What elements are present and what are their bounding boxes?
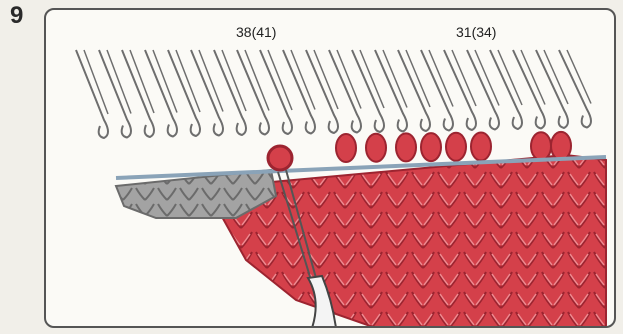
- stitch-loop: [446, 133, 466, 161]
- loops-on-needles: [336, 132, 571, 162]
- latch-needle-icon: [260, 50, 292, 134]
- latch-needle-icon: [122, 50, 154, 137]
- stitch-loop: [551, 132, 571, 160]
- stitch-loop: [471, 133, 491, 161]
- latch-needle-icon: [306, 50, 338, 133]
- stitch-loop: [396, 133, 416, 161]
- stitch-loop: [366, 134, 386, 162]
- latch-needle-icon: [214, 50, 246, 135]
- latch-needle-icon: [283, 50, 315, 134]
- latch-needle-icon: [237, 50, 269, 135]
- latch-needle-icon: [145, 50, 177, 137]
- latch-needle-icon: [467, 50, 499, 130]
- stitch-loop: [421, 133, 441, 161]
- illustration-panel: 38(41) 31(34): [44, 8, 616, 328]
- latch-needle-icon: [536, 50, 568, 128]
- needles: [76, 50, 591, 138]
- latch-needle-icon: [76, 50, 108, 138]
- latch-needle-icon: [398, 50, 430, 131]
- latch-needle-icon: [559, 50, 591, 128]
- latch-needle-icon: [513, 50, 545, 129]
- latch-needle-icon: [99, 50, 131, 138]
- latch-needle-icon: [191, 50, 223, 136]
- knitting-illustration: [46, 10, 616, 328]
- step-number: 9: [10, 2, 23, 30]
- latch-needle-icon: [490, 50, 522, 129]
- latch-needle-icon: [444, 50, 476, 130]
- latch-needle-icon: [352, 50, 384, 132]
- latch-needle-icon: [375, 50, 407, 132]
- stitch-loop: [336, 134, 356, 162]
- latch-needle-icon: [329, 50, 361, 133]
- latch-needle-icon: [168, 50, 200, 136]
- stitch-loop: [531, 132, 551, 160]
- latch-needle-icon: [421, 50, 453, 131]
